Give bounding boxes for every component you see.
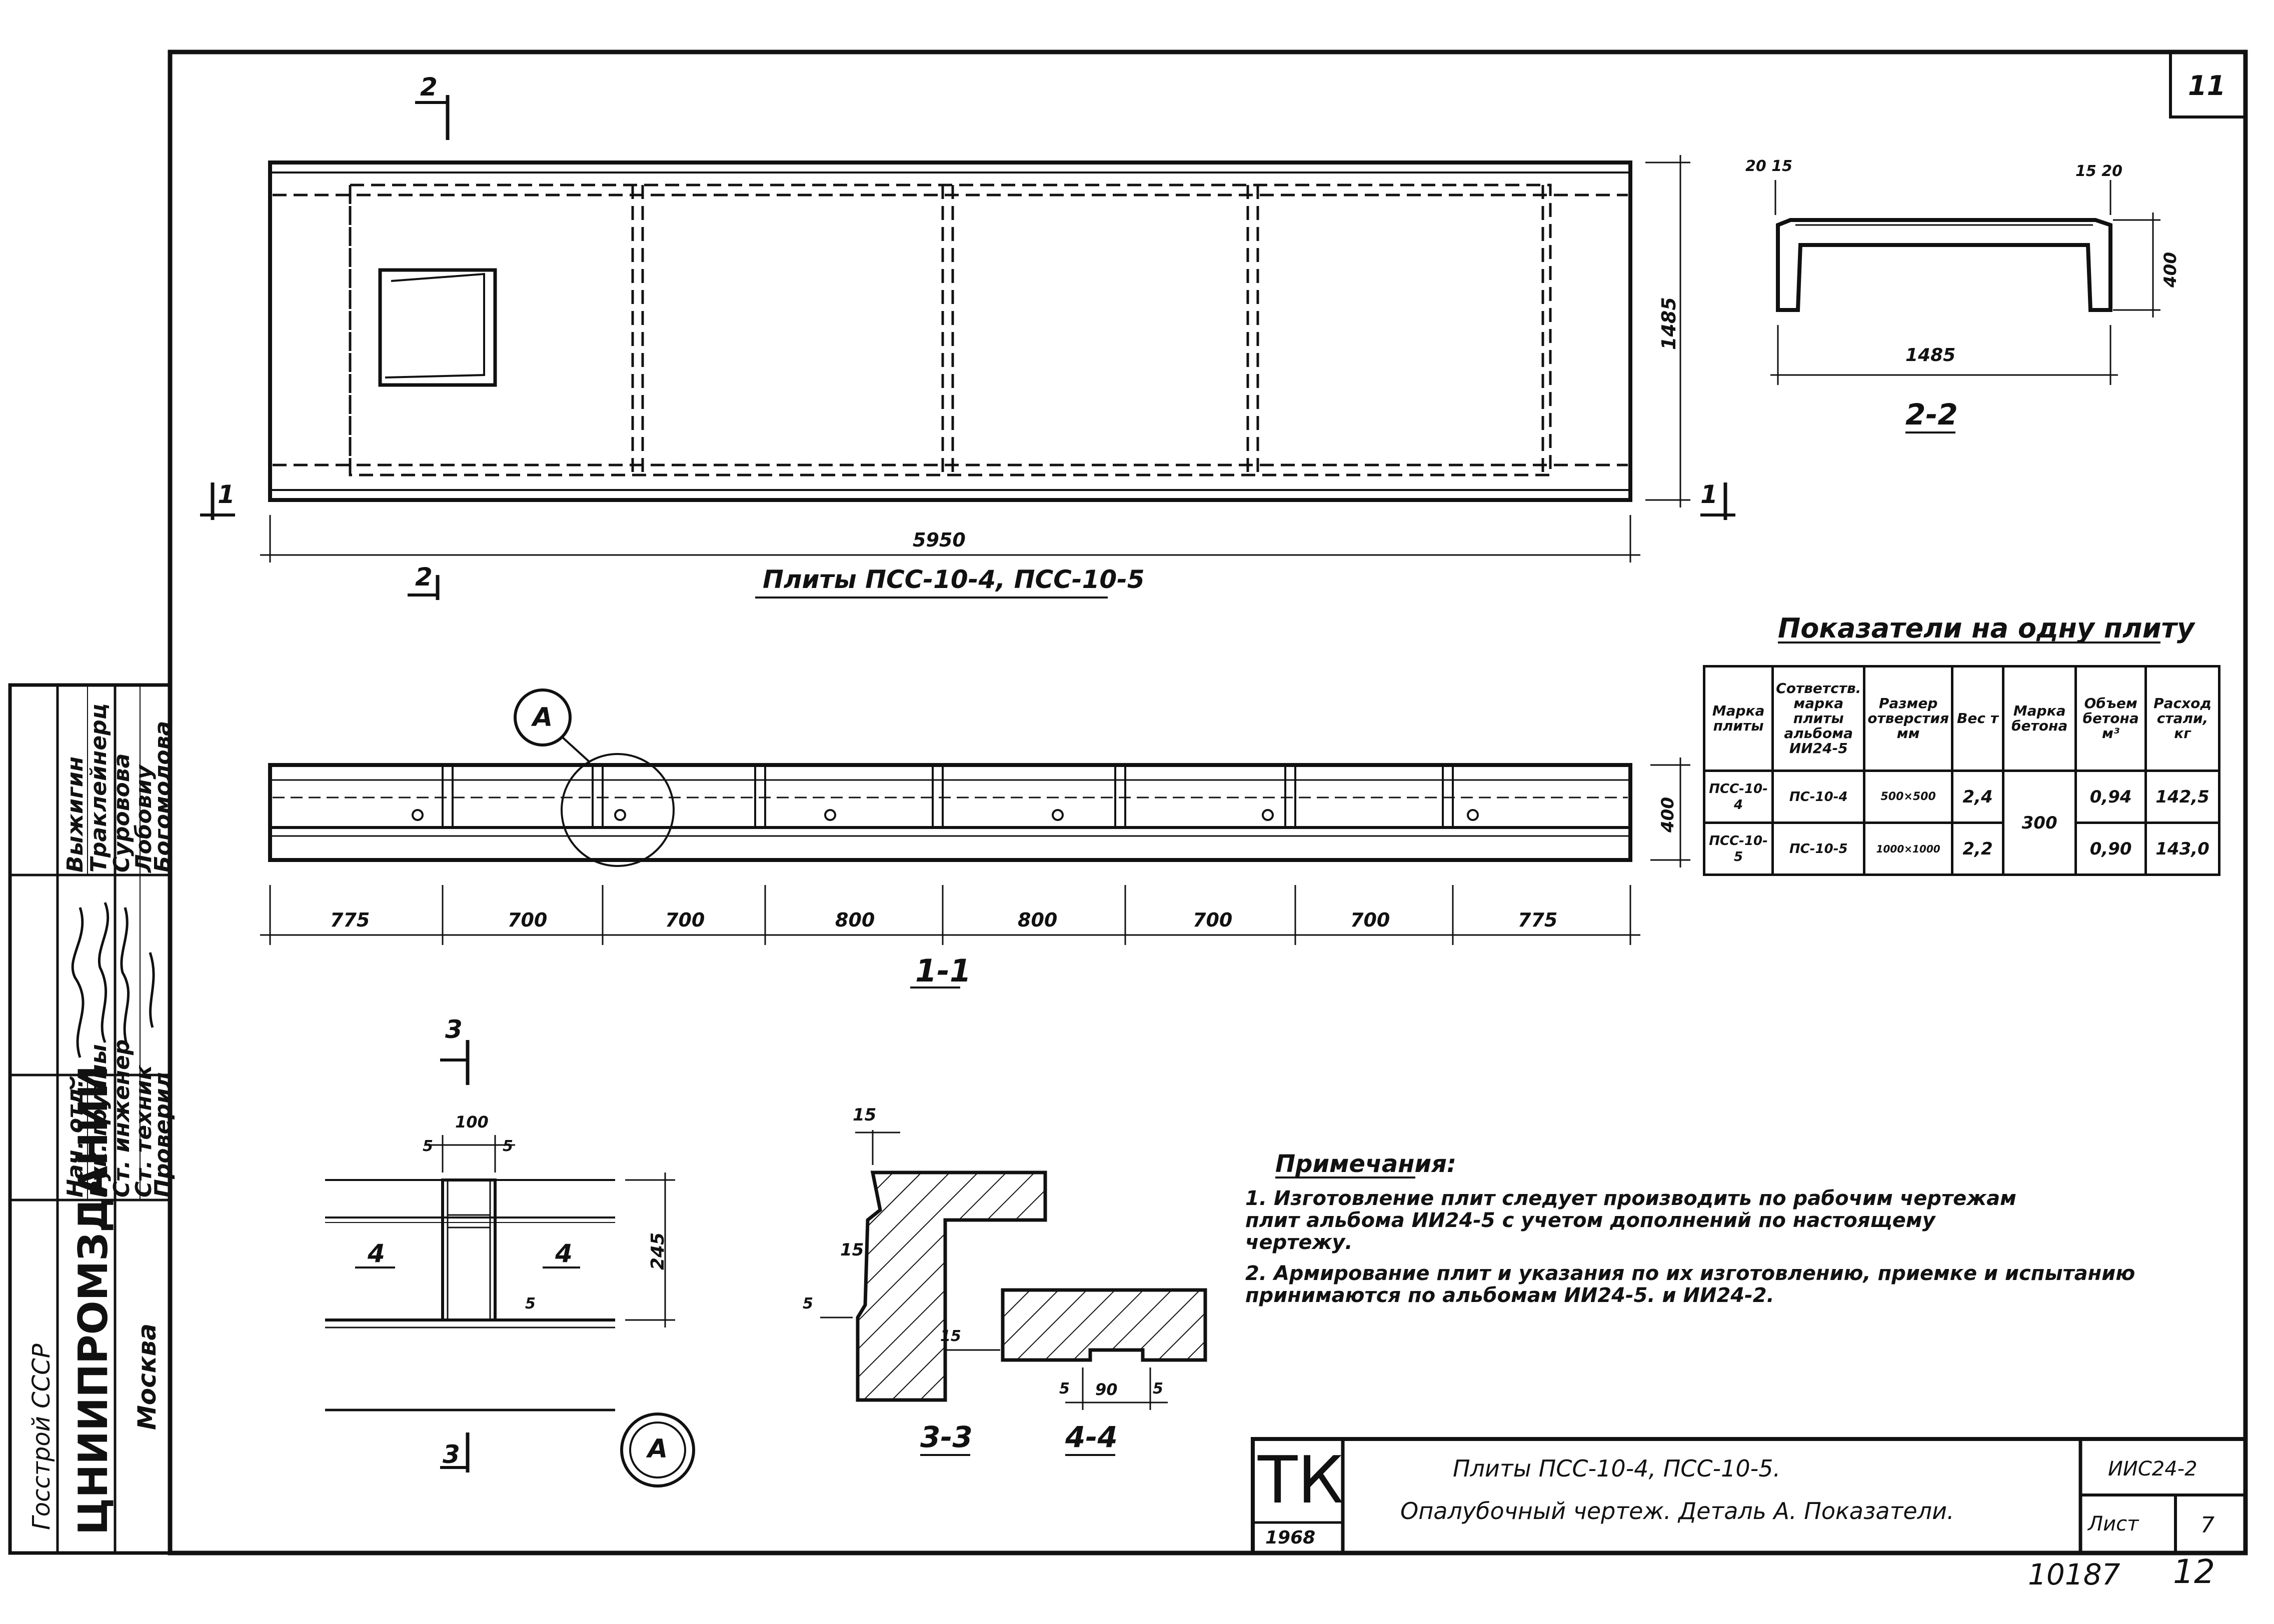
table-cell: ПСС-10-4 — [1702, 770, 1774, 824]
table-cell: 1000×1000 — [1863, 822, 1953, 876]
detail-a-dim-right-gap: 5 — [503, 1138, 513, 1155]
sec11-span-1: 700 — [508, 909, 548, 931]
side-name-1: Траклейнерц — [86, 703, 112, 872]
corner-number: 11 — [2188, 70, 2226, 102]
header-cell: Вес т — [1950, 665, 2005, 772]
indicators-header-row: Марка плиты Сответств. марка плиты альбо… — [1702, 665, 2220, 772]
section-mark-2-top: 2 — [420, 72, 438, 102]
indicators-table: Марка плиты Сответств. марка плиты альбо… — [1702, 665, 2220, 876]
header-cell: Размер отверстия мм — [1863, 665, 1953, 772]
table-row: ПСС-10-5 ПС-10-5 1000×1000 2,2 0,90 143,… — [1702, 822, 2220, 876]
section-mark-2-bottom: 2 — [415, 562, 433, 592]
detail-a-dim-top: 100 — [455, 1112, 489, 1132]
detail-a-section-mark-top: 3 — [445, 1015, 463, 1044]
tk-year: 1968 — [1265, 1528, 1316, 1548]
side-name-0: Выжигин — [63, 756, 88, 872]
sec22-caption: 2-2 — [1905, 398, 1958, 432]
table-cell: 500×500 — [1863, 770, 1953, 824]
sheet-label: Лист — [2088, 1512, 2139, 1536]
side-org1: Госстрой СССР — [28, 1344, 56, 1530]
section-mark-1-right: 1 — [1700, 480, 1718, 509]
sec11-height-dim: 400 — [1658, 797, 1678, 832]
signatures-area — [71, 902, 155, 1058]
sec11-span-7: 775 — [1518, 909, 1558, 931]
table-cell: ПСС-10-5 — [1702, 822, 1774, 876]
sec22-dim-height: 400 — [2160, 252, 2180, 288]
sec33-dim-top: 15 — [853, 1105, 877, 1125]
notes-title: Примечания: — [1275, 1150, 1457, 1178]
section-mark-1-left: 1 — [218, 480, 235, 509]
sec44-dim-gap-right: 5 — [1153, 1380, 1163, 1398]
side-name-4: Богомолова — [150, 720, 176, 872]
sec11-caption: 1-1 — [915, 952, 972, 989]
detail-a-dim-bottom-gap: 5 — [525, 1295, 536, 1312]
table-cell: 300 — [2002, 770, 2077, 876]
table-cell: 0,90 — [2074, 822, 2147, 876]
table-row: ПСС-10-4 ПС-10-4 500×500 2,4 300 0,94 14… — [1702, 770, 2220, 876]
table-cell: 142,5 — [2144, 770, 2220, 824]
header-cell: Марка бетона — [2002, 665, 2077, 772]
sec11-span-0: 775 — [330, 909, 370, 931]
header-cell: Сответств. марка плиты альбома ИИ24-5 — [1771, 665, 1866, 772]
sec44-dim-gap-left: 5 — [1059, 1380, 1070, 1398]
side-role-4: Проверил — [150, 1072, 176, 1198]
album-code: ИИС24-2 — [2108, 1458, 2197, 1480]
table-cell: 143,0 — [2144, 822, 2220, 876]
sec11-span-6: 700 — [1350, 909, 1390, 931]
side-role-0: Нач. отд. — [63, 1079, 88, 1198]
plan-caption: Плиты ПСС-10-4, ПСС-10-5 — [763, 565, 1145, 594]
sec22-dim-width: 1485 — [1905, 345, 1956, 366]
sec44-dim-side: 15 — [940, 1328, 961, 1345]
sec33-dim-mid: 15 — [840, 1240, 864, 1260]
table-cell: 2,2 — [1950, 822, 2005, 876]
title-line-1: Плиты ПСС-10-4, ПСС-10-5. — [1453, 1455, 1781, 1482]
header-cell: Расход стали, кг — [2144, 665, 2220, 772]
header-cell: Марка плиты — [1702, 665, 1774, 772]
sec22-dim-left: 20 15 — [1745, 158, 1792, 175]
plan-length-dim: 5950 — [913, 529, 966, 551]
bottom-page: 12 — [2173, 1552, 2215, 1591]
sec11-span-2: 700 — [665, 909, 705, 931]
plan-width-dim: 1485 — [1658, 297, 1680, 350]
indicators-title: Показатели на одну плиту — [1778, 612, 2195, 644]
detail-a-section-mark-bottom: 3 — [443, 1440, 460, 1469]
sec44-dim-width: 90 — [1095, 1380, 1118, 1399]
side-city: Москва — [133, 1323, 162, 1430]
table-cell: ПС-10-4 — [1771, 770, 1866, 824]
sec11-span-3: 800 — [835, 909, 875, 931]
detail-a-cut-left: 4 — [368, 1239, 385, 1268]
sec11-span-4: 800 — [1018, 909, 1058, 931]
detail-a-dim-left-gap: 5 — [423, 1138, 433, 1155]
table-cell: 0,94 — [2074, 770, 2147, 824]
note-2: 2. Армирование плит и указания по их изг… — [1245, 1262, 2135, 1307]
sec33-dim-side: 5 — [803, 1295, 813, 1312]
sec22-dim-right: 15 20 — [2075, 162, 2122, 180]
sec33-caption: 3-3 — [920, 1420, 973, 1454]
detail-a-callout-top: А — [533, 702, 553, 732]
table-cell: ПС-10-5 — [1771, 822, 1866, 876]
sheet-number: 7 — [2200, 1512, 2214, 1538]
table-cell: 2,4 — [1950, 770, 2005, 824]
detail-a-dim-height: 245 — [648, 1232, 668, 1270]
note-1: 1. Изготовление плит следует производить… — [1245, 1187, 2016, 1254]
tk-logo: ТК — [1258, 1442, 1344, 1518]
detail-a-cut-right: 4 — [555, 1239, 573, 1268]
detail-a-callout-bottom: А — [648, 1434, 668, 1464]
header-cell: Объем бетона м³ — [2074, 665, 2147, 772]
bottom-number: 10187 — [2028, 1558, 2120, 1592]
sec44-caption: 4-4 — [1065, 1420, 1118, 1454]
title-line-2: Опалубочный чертеж. Деталь А. Показатели… — [1400, 1498, 1954, 1524]
sec11-span-5: 700 — [1193, 909, 1233, 931]
